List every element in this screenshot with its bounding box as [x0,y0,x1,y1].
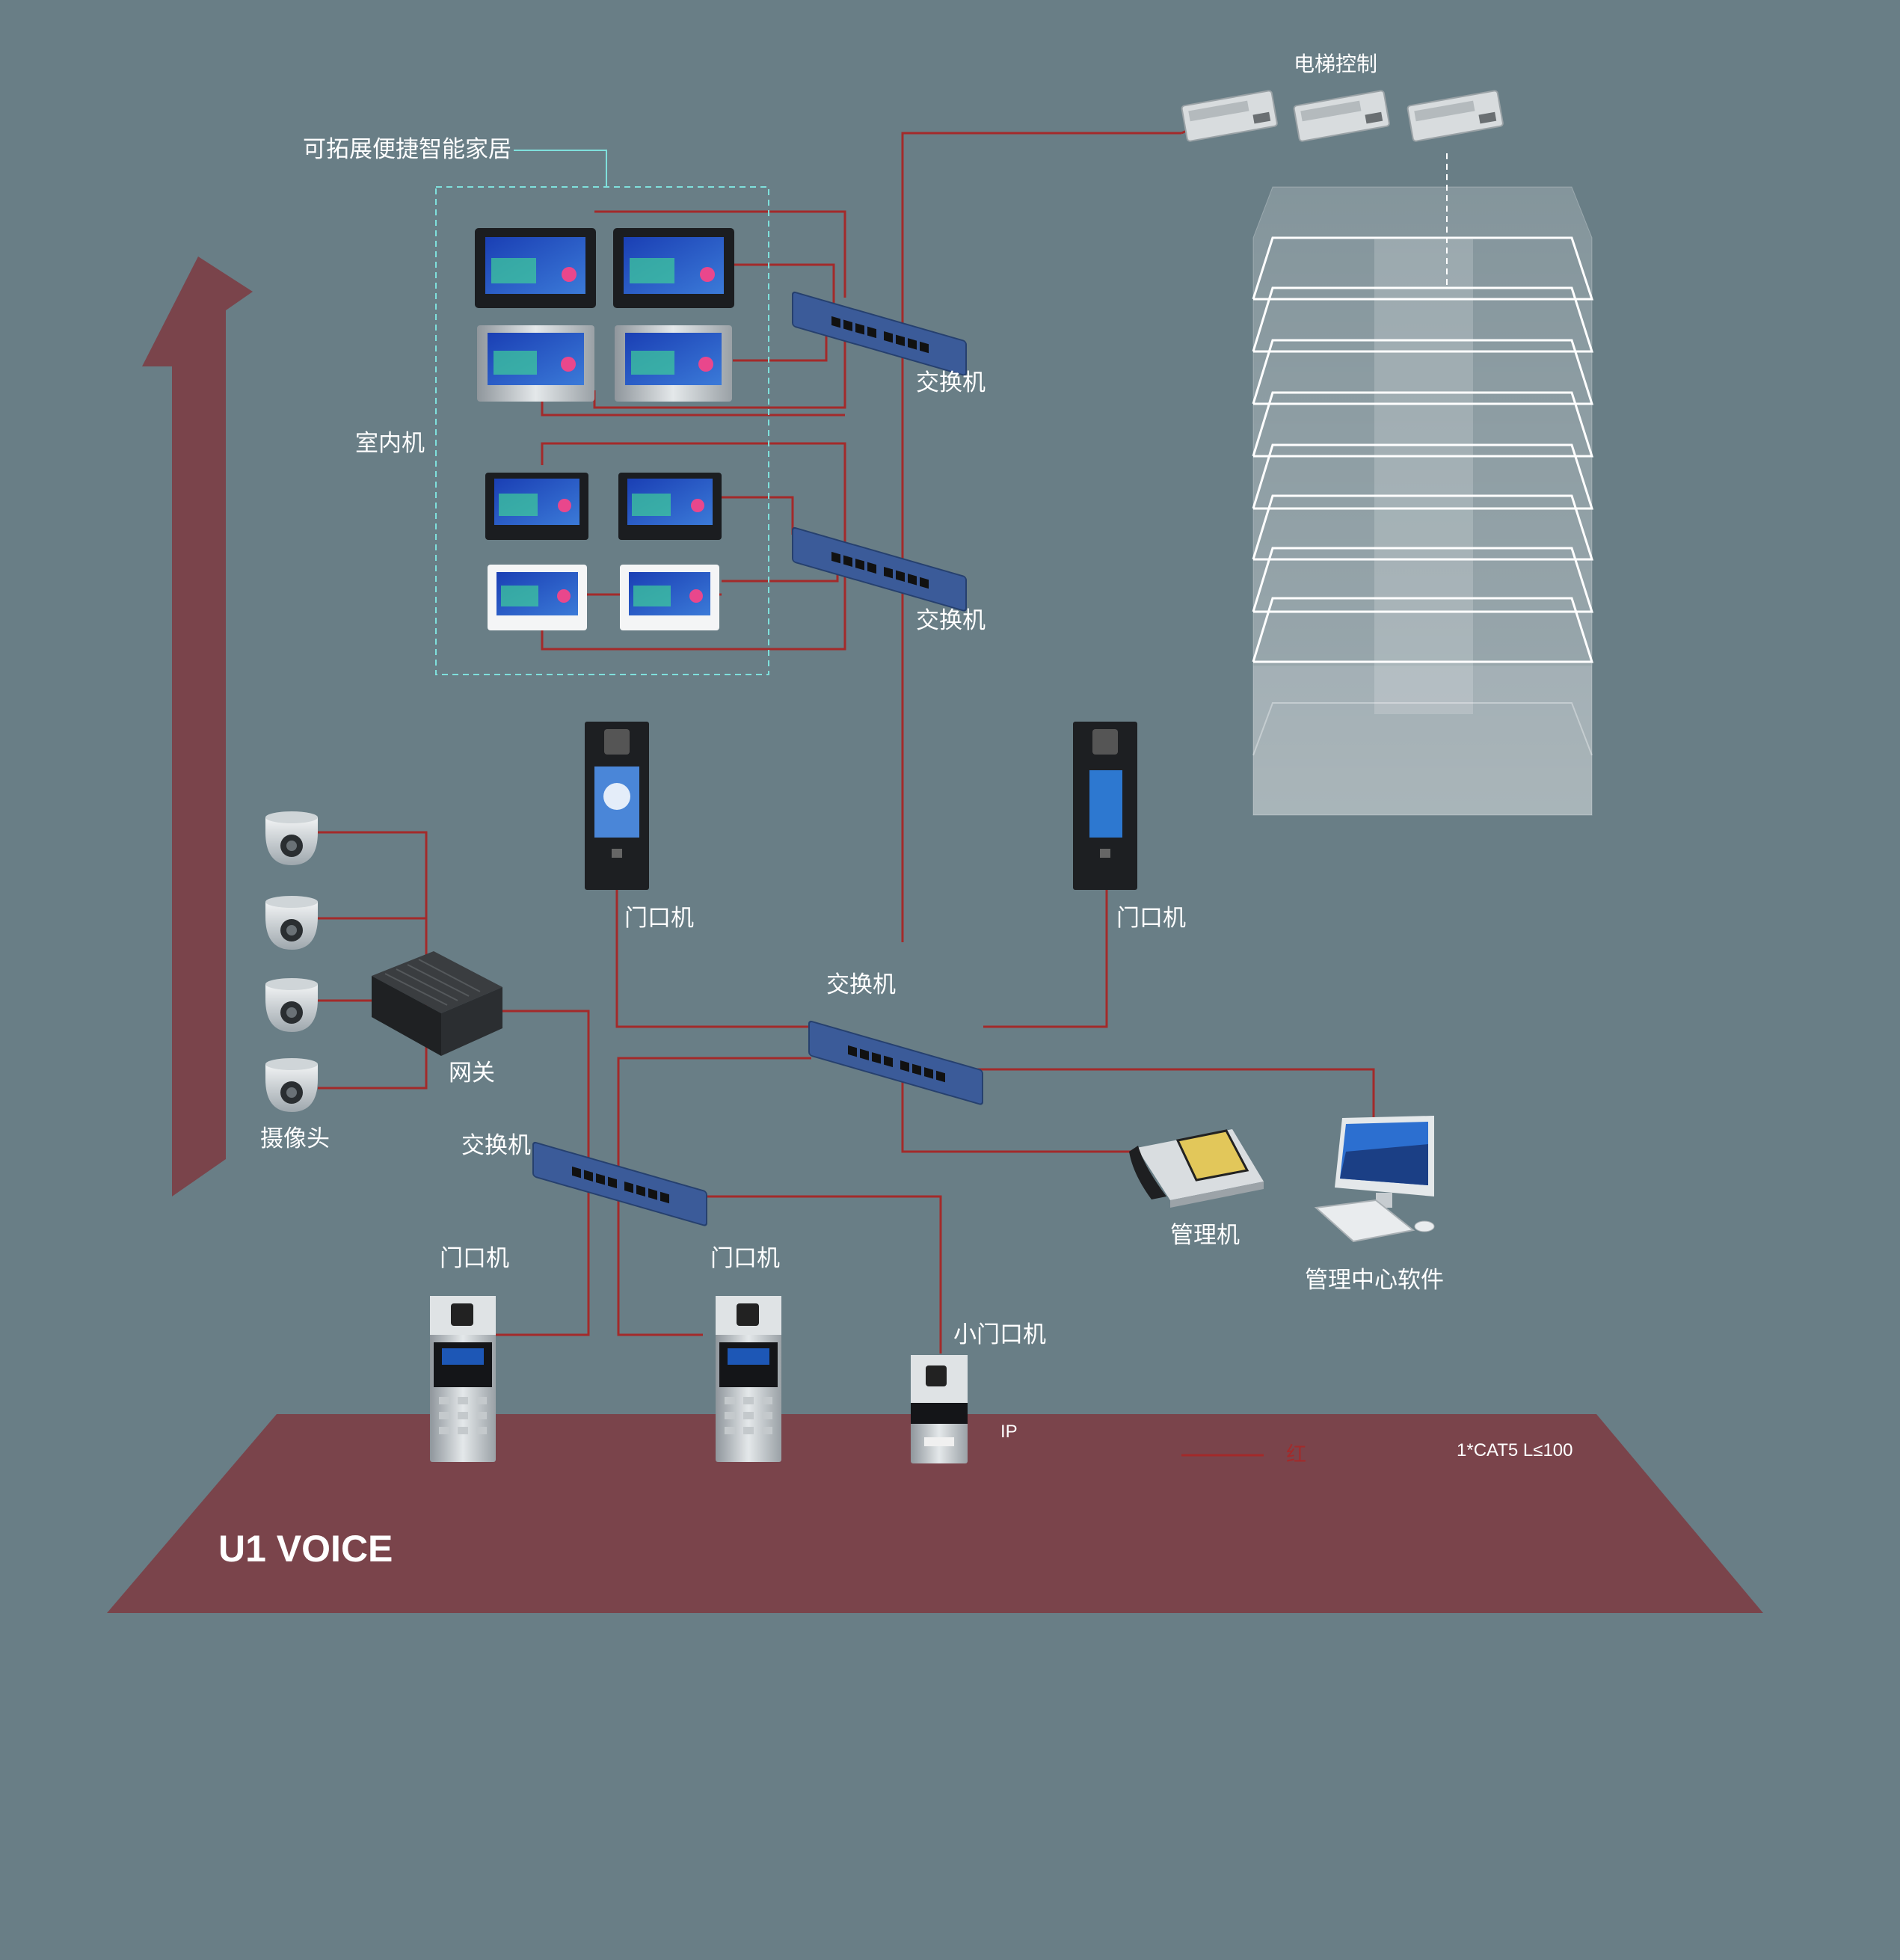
gateway-box-icon [372,951,502,1056]
door-unit-label-2: 门口机 [1116,905,1186,932]
elevator-control-label: 电梯控制 [1294,52,1378,76]
brand-title: U1 VOICE [218,1528,393,1570]
indoor-unit-label: 室内机 [355,430,425,457]
smart-home-leader [514,150,607,187]
indoor-monitor-icon [475,228,734,630]
door-station-icon [430,1296,968,1463]
up-arrow-icon [142,256,253,1196]
small-door-unit-label: 小门口机 [953,1321,1046,1348]
switch-label-4: 交换机 [461,1132,531,1159]
smart-home-box [435,186,769,675]
floor-platform [107,1414,1763,1613]
door-unit-label-1: 门口机 [624,905,694,932]
dome-camera-icon [265,811,318,1112]
management-software-label: 管理中心软件 [1305,1267,1444,1294]
management-phone-icon [1129,1129,1264,1208]
management-unit-label: 管理机 [1170,1222,1240,1249]
switch-label-2: 交换机 [916,607,986,634]
elevator-module-icon [1181,90,1504,142]
gateway-label: 网关 [449,1060,495,1087]
door-unit-label-3: 门口机 [440,1245,509,1272]
legend-cable-label: 1*CAT5 L≤100 [1457,1440,1573,1460]
computer-icon [1314,1116,1435,1243]
camera-label: 摄像头 [260,1125,330,1152]
legend-red-label: 红 [1286,1443,1306,1466]
ip-label: IP [1000,1422,1018,1442]
door-unit-label-4: 门口机 [710,1245,780,1272]
smart-home-label: 可拓展便捷智能家居 [303,136,511,163]
building-icon [1252,186,1594,816]
network-switch-icon [532,291,983,1226]
door-station-icon [585,722,1137,890]
switch-label-1: 交换机 [916,369,986,396]
switch-label-3: 交换机 [826,971,896,998]
